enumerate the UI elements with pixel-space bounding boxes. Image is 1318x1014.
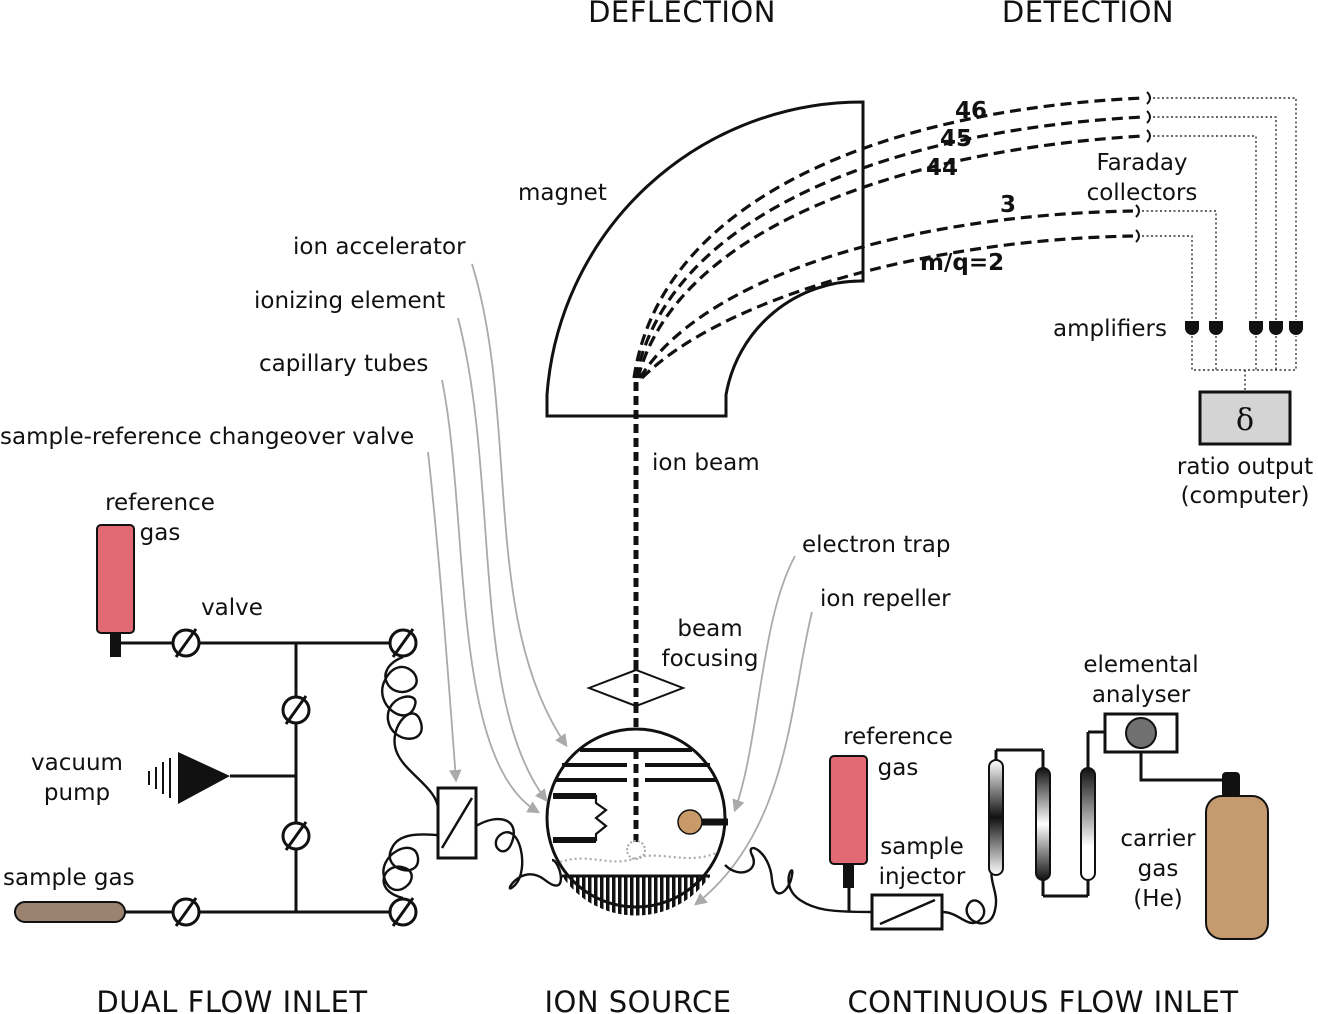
elemental-analyser-label-line1: elemental	[1083, 652, 1198, 678]
beam-focusing-label-line2: focusing	[662, 646, 759, 672]
carrier-gas-cylinder	[1205, 795, 1269, 940]
ion-beam-label: ion beam	[652, 450, 760, 476]
cf-reference-gas-nozzle	[843, 864, 854, 888]
carrier-gas-label-line2: gas	[1138, 856, 1179, 882]
changeover-valve-label: sample-reference changeover valve	[0, 424, 414, 450]
carrier-gas-valve	[1222, 772, 1240, 798]
sample-gas-label: sample gas	[3, 865, 135, 891]
elemental-analyser-dial	[1125, 717, 1157, 749]
section-title-deflection: DEFLECTION	[588, 0, 776, 29]
section-title-continuous-flow-inlet: CONTINUOUS FLOW INLET	[847, 985, 1238, 1014]
cf-reference-gas-label-line2: gas	[878, 755, 919, 781]
magnet-sector	[545, 100, 865, 418]
ionizing-element-label: ionizing element	[254, 288, 445, 314]
ratio-output-label-line2: (computer)	[1181, 483, 1310, 509]
reference-gas-nozzle	[110, 633, 121, 657]
sample-injector-label-line1: sample	[880, 834, 964, 860]
valve-label: valve	[201, 595, 263, 621]
elemental-analyser-label-line2: analyser	[1092, 682, 1191, 708]
section-title-ion-source: ION SOURCE	[544, 985, 731, 1014]
cf-reference-gas-cylinder	[829, 755, 868, 865]
ion-repeller-label: ion repeller	[820, 586, 951, 612]
ratio-output-label-line1: ratio output	[1177, 454, 1313, 480]
amplifiers	[1185, 321, 1303, 335]
injector-coil	[941, 859, 998, 925]
cf-capillary	[724, 846, 873, 914]
capillary-tubes-label: capillary tubes	[259, 351, 428, 377]
vacuum-pump-label-line1: vacuum	[31, 750, 123, 776]
electron-trap-label: electron trap	[802, 532, 950, 558]
ion-path-m45	[634, 115, 1144, 379]
faraday-collectors	[1135, 91, 1151, 243]
valves	[171, 628, 418, 927]
reference-gas-label-line2: gas	[140, 520, 181, 546]
gc-columns	[988, 730, 1110, 898]
carrier-gas-label-line1: carrier	[1120, 826, 1196, 852]
carrier-gas-label-line3: (He)	[1133, 886, 1182, 912]
carrier-supply-line	[1139, 752, 1230, 782]
reference-gas-label-line1: reference	[105, 490, 215, 516]
vacuum-pump-label-line2: pump	[44, 780, 110, 806]
mass-45-label: 45	[940, 126, 972, 152]
ratio-output-box	[1198, 390, 1292, 446]
sample-injector-label-line2: injector	[879, 864, 966, 890]
amplifiers-label: amplifiers	[1053, 316, 1167, 342]
vacuum-pump	[148, 752, 230, 804]
capillary-coils	[381, 655, 563, 900]
sample-gas-cylinder	[14, 901, 126, 923]
faraday-label-line1: Faraday	[1096, 150, 1187, 176]
magnet-label: magnet	[518, 180, 607, 206]
delta-symbol: δ	[1236, 403, 1254, 438]
mass-44-label: 44	[926, 155, 958, 181]
ion-path-m3	[638, 209, 1134, 379]
beam-focusing-label-line1: beam	[677, 616, 742, 642]
signal-wires	[1142, 97, 1297, 392]
section-title-dual-flow-inlet: DUAL FLOW INLET	[96, 985, 367, 1014]
ion-path-m46	[632, 96, 1144, 379]
ion-source-chamber	[545, 727, 728, 916]
mass-46-label: 46	[955, 98, 987, 124]
cf-reference-gas-label-line1: reference	[843, 724, 953, 750]
ion-accelerator-label: ion accelerator	[293, 234, 466, 260]
ion-path-m2	[640, 234, 1134, 380]
mass-3-label: 3	[1000, 192, 1016, 218]
mass-2-label: m/q=2	[920, 250, 1004, 276]
section-title-detection: DETECTION	[1002, 0, 1174, 29]
dual-inlet-pipes	[121, 641, 403, 914]
leader-lines	[427, 263, 813, 906]
reference-gas-cylinder	[96, 524, 135, 634]
faraday-label-line2: collectors	[1087, 180, 1198, 206]
